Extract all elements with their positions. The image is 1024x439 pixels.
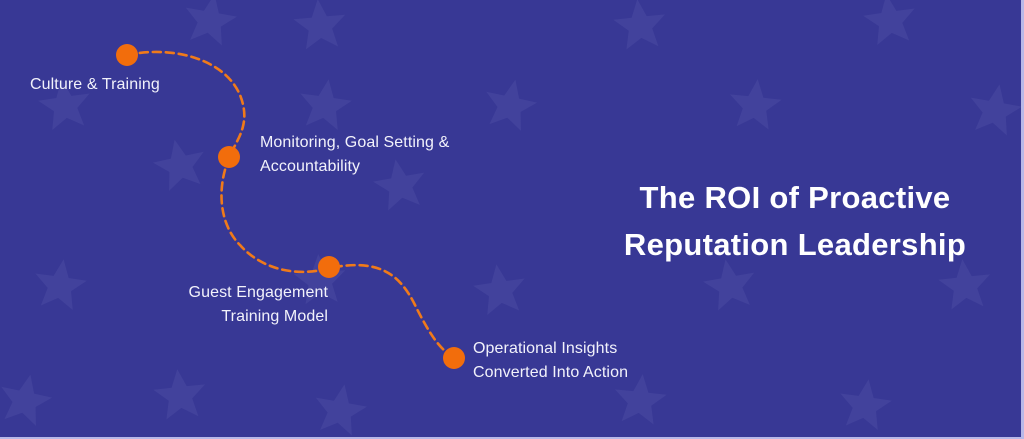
step-node-3 [318, 256, 340, 278]
step-label-line: Converted Into Action [473, 364, 629, 381]
step-label-line: Operational Insights [473, 340, 618, 357]
step-label-guest-engagement: Guest Engagement Training Model [189, 281, 328, 329]
step-label-line: Guest Engagement [188, 284, 328, 301]
border-right [1021, 0, 1024, 439]
title-line-1: The ROI of Proactive [639, 180, 951, 215]
step-label-operational-insights: Operational Insights Converted Into Acti… [473, 337, 628, 385]
step-label-line: Monitoring, Goal Setting & [260, 134, 450, 151]
step-label-line: Accountability [260, 158, 361, 175]
step-label-culture-training: Culture & Training [30, 73, 160, 97]
step-node-1 [116, 44, 138, 66]
border-bottom [0, 437, 1024, 439]
page-title: The ROI of Proactive Reputation Leadersh… [585, 174, 1005, 268]
title-line-2: Reputation Leadership [623, 227, 967, 262]
step-label-line: Training Model [221, 308, 328, 325]
step-node-2 [218, 146, 240, 168]
step-label-line: Culture & Training [30, 76, 160, 93]
step-label-monitoring: Monitoring, Goal Setting & Accountabilit… [260, 131, 449, 179]
step-node-4 [443, 347, 465, 369]
